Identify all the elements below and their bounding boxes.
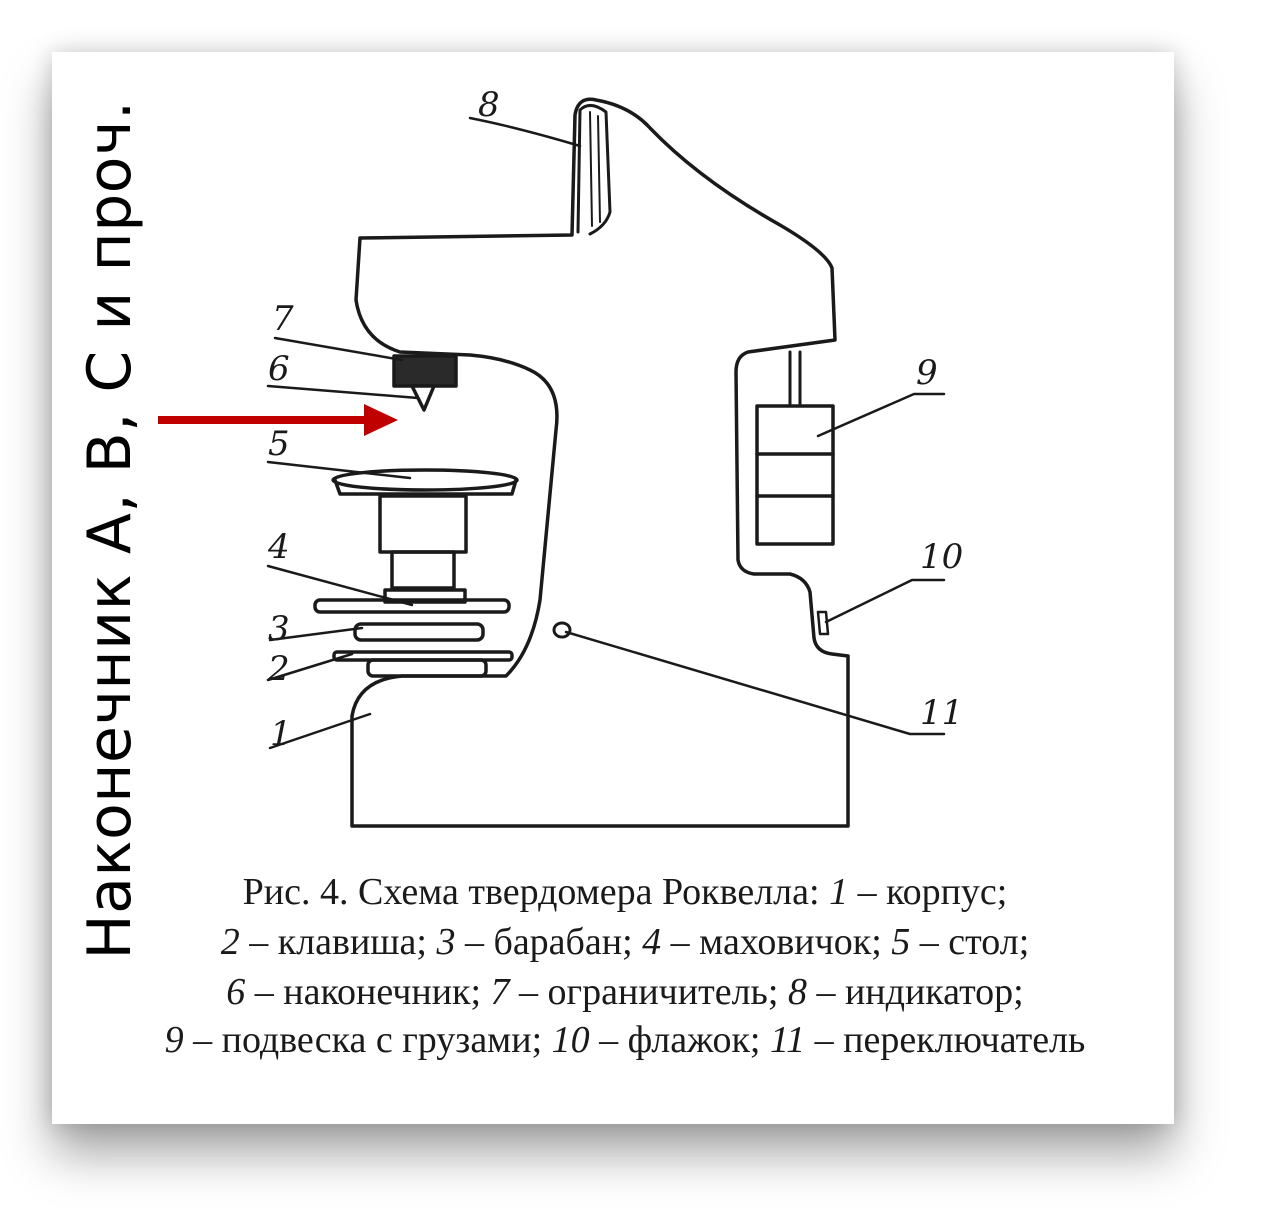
handwheel-4 <box>313 598 511 614</box>
caption-line-1: Рис. 4. Схема твердомера Роквелла: 1 – к… <box>242 871 1008 913</box>
caption-line-3: 6 – наконечник; 7 – ограничитель; 8 – ин… <box>226 971 1024 1013</box>
callout-number-2: 2 <box>267 649 290 689</box>
caption-line-2: 2 – клавиша; 3 – барабан; 4 – маховичок;… <box>220 921 1030 963</box>
vertical-tip-label: Наконечник А, В, С и проч. <box>75 100 145 960</box>
callout-number-5: 5 <box>268 424 290 464</box>
caption-line-4: 9 – подвеска с грузами; 10 – флажок; 11 … <box>164 1019 1086 1061</box>
limiter-7 <box>392 354 458 388</box>
figure-card <box>52 52 1174 1124</box>
callout-number-6: 6 <box>268 349 290 389</box>
callout-number-10: 10 <box>920 537 963 577</box>
callout-number-4: 4 <box>267 527 290 567</box>
red-arrow-icon <box>158 404 398 436</box>
callout-number-9: 9 <box>916 353 938 393</box>
flag-10 <box>816 610 830 636</box>
callout-number-3: 3 <box>268 609 290 649</box>
switch-11 <box>552 621 572 639</box>
callout-number-1: 1 <box>270 714 292 754</box>
body-outline <box>350 97 850 828</box>
callout-number-8: 8 <box>478 85 500 125</box>
callout-number-11: 11 <box>920 693 963 733</box>
drum-3 <box>353 622 485 642</box>
weights-9 <box>755 404 835 546</box>
indicator-8 <box>576 104 612 236</box>
callout-number-7: 7 <box>272 299 294 339</box>
